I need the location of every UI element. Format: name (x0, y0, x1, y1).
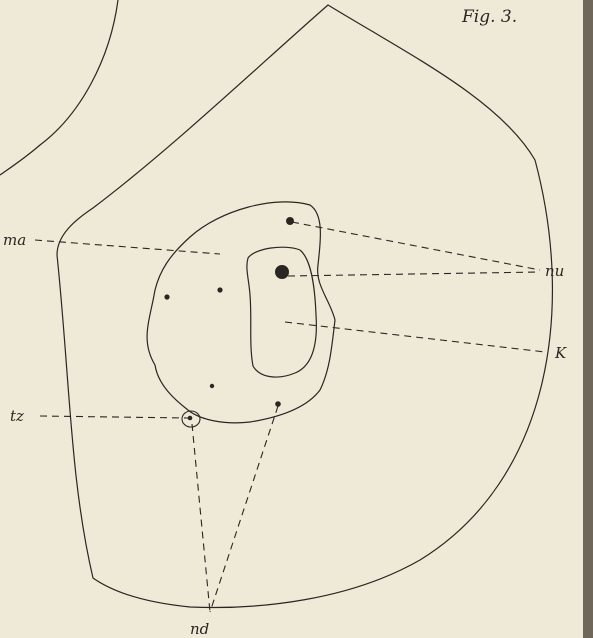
leader-nd-right (210, 406, 278, 612)
page-edge-strip (583, 0, 593, 638)
inner-region-outline (147, 202, 335, 423)
leader-nu-lower (288, 272, 540, 276)
label-ma: ma (3, 231, 26, 249)
lower-dot (210, 384, 214, 388)
label-nu: nu (545, 262, 564, 280)
section-outline (57, 5, 552, 607)
leader-k (285, 322, 545, 352)
middle-dot (217, 287, 222, 292)
large-dot (275, 265, 289, 279)
figure-title: Fig. 3. (461, 7, 517, 27)
label-nd: nd (190, 620, 209, 638)
label-tz: tz (10, 407, 24, 425)
leader-nu-upper (292, 222, 540, 270)
label-k: K (554, 344, 567, 362)
bottom-right-dot (275, 401, 281, 407)
leader-nd-left (192, 424, 210, 612)
upper-right-dot (286, 217, 294, 225)
left-dot (164, 294, 169, 299)
leader-ma (35, 240, 220, 254)
tz-dot (188, 416, 193, 421)
leader-tz (40, 416, 188, 418)
adjacent-section-outline (0, 0, 118, 175)
